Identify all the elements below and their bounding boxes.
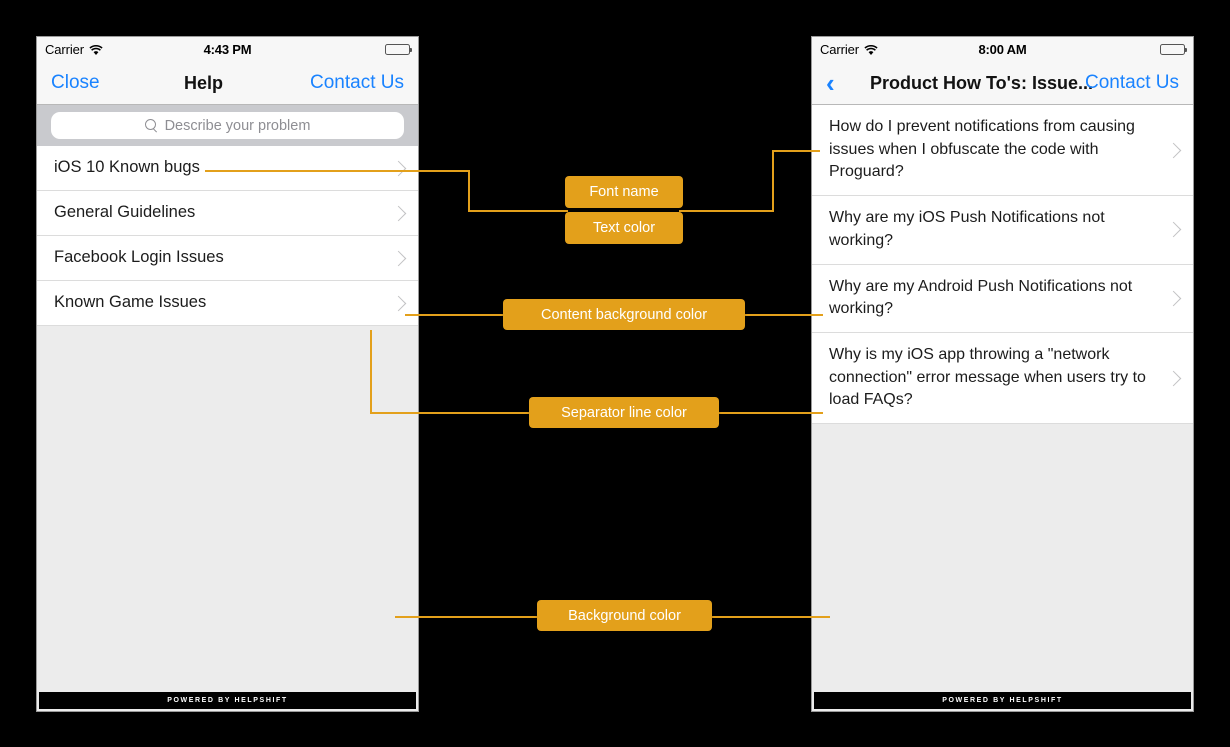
list-item[interactable]: Why is my iOS app throwing a "network co…: [812, 333, 1193, 425]
page-title: Product How To's: Issue...: [870, 72, 1093, 93]
list-item-label: Why is my iOS app throwing a "network co…: [829, 346, 1146, 409]
powered-by-helpshift-footer: POWERED BY HELPSHIFT: [39, 692, 416, 709]
list-item[interactable]: Why are my iOS Push Notifications not wo…: [812, 196, 1193, 265]
phone-mockup-left: Carrier 4:43 PM Close Help Contact Us: [36, 36, 419, 712]
connector-separator-right-h: [719, 412, 823, 414]
status-bar-left-group: Carrier: [820, 42, 878, 57]
annotation-badge-text-color: Text color: [565, 212, 683, 244]
connector-separator-left-h: [370, 412, 530, 414]
connector-font-name-left-h2: [468, 210, 568, 212]
connector-font-name-left-v: [468, 170, 470, 212]
close-button[interactable]: Close: [51, 72, 100, 93]
connector-content-bg-right: [745, 314, 823, 316]
annotation-badge-font-name: Font name: [565, 176, 683, 208]
list-item[interactable]: Known Game Issues: [37, 281, 418, 326]
chevron-right-icon: [1165, 142, 1182, 158]
search-icon: [144, 119, 158, 132]
chevron-right-icon: [1165, 290, 1182, 307]
chevron-right-icon: [390, 160, 407, 176]
list-item[interactable]: iOS 10 Known bugs: [37, 146, 418, 191]
powered-by-helpshift-footer: POWERED BY HELPSHIFT: [814, 692, 1191, 709]
chevron-right-icon: [390, 295, 407, 311]
carrier-label: Carrier: [820, 42, 860, 57]
list-item[interactable]: How do I prevent notifications from caus…: [812, 105, 1193, 197]
wifi-icon: [864, 44, 878, 55]
list-item[interactable]: Facebook Login Issues: [37, 236, 418, 281]
list-item-label: Why are my Android Push Notifications no…: [829, 277, 1133, 318]
empty-screen-background-right: [812, 424, 1193, 692]
list-item[interactable]: Why are my Android Push Notifications no…: [812, 264, 1193, 334]
connector-font-name-right-h1: [772, 150, 820, 152]
connector-font-name-right-h2: [679, 210, 774, 212]
list-item-label: Known Game Issues: [54, 293, 207, 312]
faq-list-right: How do I prevent notifications from caus…: [812, 105, 1193, 425]
list-item-label: How do I prevent notifications from caus…: [829, 118, 1135, 181]
connector-font-name-right-v: [772, 150, 774, 212]
page-title: Help: [183, 72, 223, 93]
connector-content-bg-left: [405, 314, 505, 316]
nav-bar-right: ‹ Product How To's: Issue... Contact Us: [812, 62, 1193, 105]
connector-background-left: [395, 616, 537, 618]
wifi-icon: [89, 44, 103, 55]
annotation-badge-separator-line-color: Separator line color: [529, 397, 719, 428]
status-bar-left-group: Carrier: [45, 42, 103, 57]
list-item-label: General Guidelines: [54, 203, 196, 222]
chevron-right-icon: [390, 205, 407, 221]
list-item-label: Facebook Login Issues: [54, 248, 224, 267]
chevron-left-icon[interactable]: ‹: [826, 68, 835, 98]
status-time-label: 4:43 PM: [203, 42, 252, 57]
battery-full-icon: [385, 44, 412, 55]
chevron-right-icon: [1165, 222, 1182, 238]
connector-font-name-left-h1: [205, 170, 470, 172]
carrier-label: Carrier: [45, 42, 85, 57]
search-bar-container: Describe your problem: [37, 105, 418, 146]
annotation-badge-background-color: Background color: [537, 600, 712, 631]
status-bar-left: Carrier 4:43 PM: [37, 37, 418, 62]
search-input[interactable]: Describe your problem: [51, 112, 404, 139]
status-bar-right-group: [1160, 44, 1187, 55]
annotation-badge-content-background-color: Content background color: [503, 299, 745, 330]
chevron-right-icon: [390, 250, 407, 266]
list-item-label: Why are my iOS Push Notifications not wo…: [829, 209, 1105, 249]
phone-mockup-right: Carrier 8:00 AM ‹ Product How To's: Issu…: [811, 36, 1194, 712]
status-time-label: 8:00 AM: [978, 42, 1027, 57]
list-item[interactable]: General Guidelines: [37, 191, 418, 236]
connector-background-right: [712, 616, 830, 618]
contact-us-button[interactable]: Contact Us: [1085, 72, 1179, 93]
nav-bar-left: Close Help Contact Us: [37, 62, 418, 105]
battery-full-icon: [1160, 44, 1187, 55]
empty-screen-background-left: [37, 326, 418, 692]
status-bar-right: Carrier 8:00 AM: [812, 37, 1193, 62]
chevron-right-icon: [1165, 370, 1182, 386]
list-item-label: iOS 10 Known bugs: [54, 158, 200, 177]
connector-separator-left-v: [370, 330, 372, 414]
search-placeholder: Describe your problem: [164, 117, 311, 134]
faq-section-list-left: iOS 10 Known bugs General Guidelines Fac…: [37, 146, 418, 326]
status-bar-right-group: [385, 44, 412, 55]
contact-us-button[interactable]: Contact Us: [310, 72, 404, 93]
